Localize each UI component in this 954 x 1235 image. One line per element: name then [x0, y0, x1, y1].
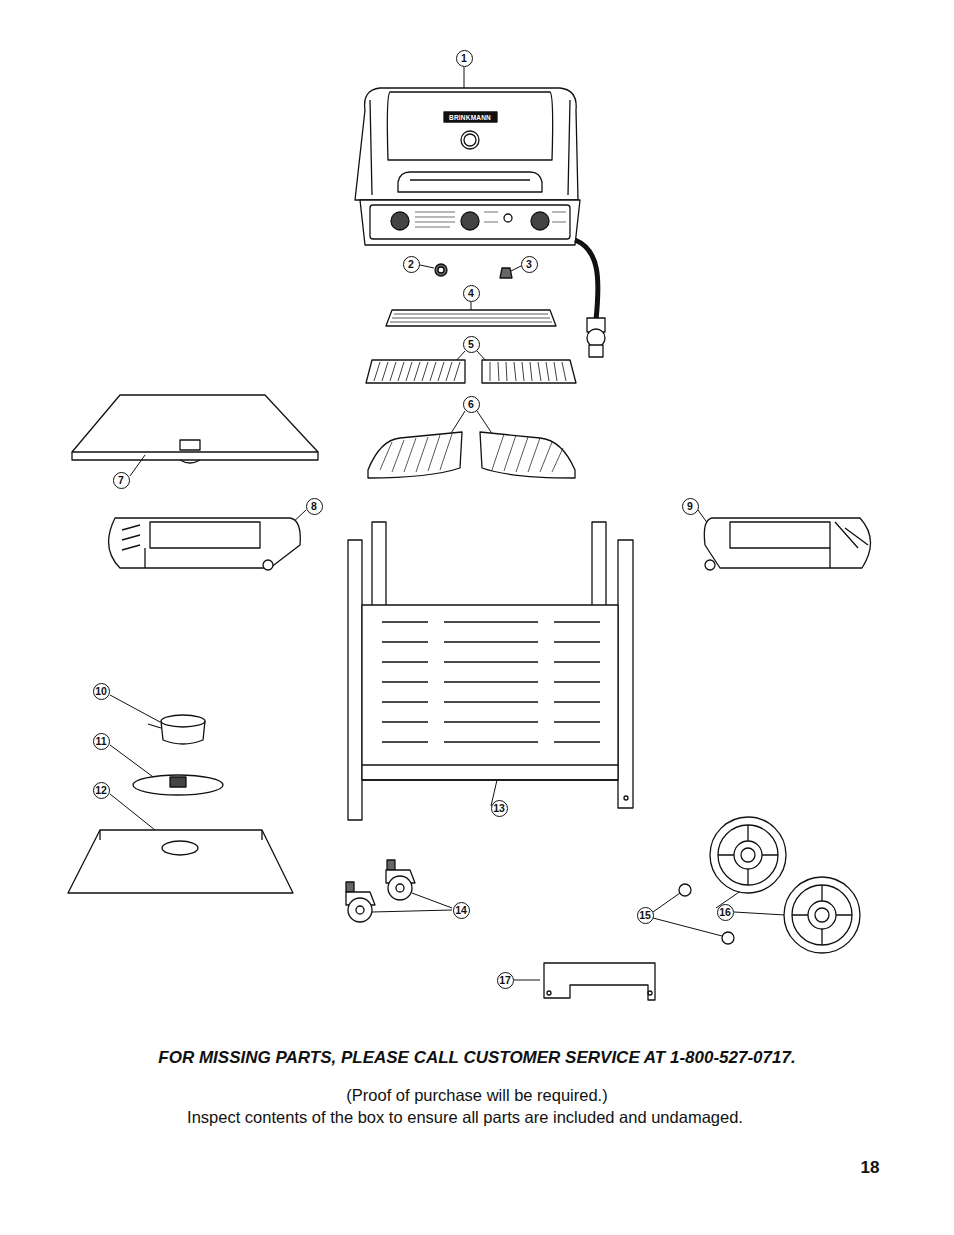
callout-number: 8	[306, 498, 323, 515]
callout-number: 6	[463, 396, 480, 413]
callout-number: 2	[403, 256, 420, 273]
callout-number: 3	[521, 256, 538, 273]
callout-number: 17	[497, 972, 514, 989]
page-number: 18	[861, 1158, 880, 1178]
callout-number: 13	[491, 800, 508, 817]
brand-logo-text: BRINKMANN	[449, 114, 491, 121]
note-text: (Proof of purchase will be required.)	[346, 1086, 607, 1105]
callout-number: 15	[637, 907, 654, 924]
missing-parts-notice: FOR MISSING PARTS, PLEASE CALL CUSTOMER …	[158, 1048, 795, 1068]
callout-number: 7	[113, 472, 130, 489]
callout-number: 10	[93, 683, 110, 700]
note-text: Inspect contents of the box to ensure al…	[187, 1108, 743, 1127]
callout-number: 12	[93, 782, 110, 799]
callout-number: 1	[456, 50, 473, 67]
callout-number: 14	[453, 902, 470, 919]
callout-number: 11	[93, 733, 110, 750]
callout-number: 9	[682, 498, 699, 515]
callout-number: 16	[717, 904, 734, 921]
callout-number: 4	[463, 285, 480, 302]
callout-number: 5	[463, 336, 480, 353]
